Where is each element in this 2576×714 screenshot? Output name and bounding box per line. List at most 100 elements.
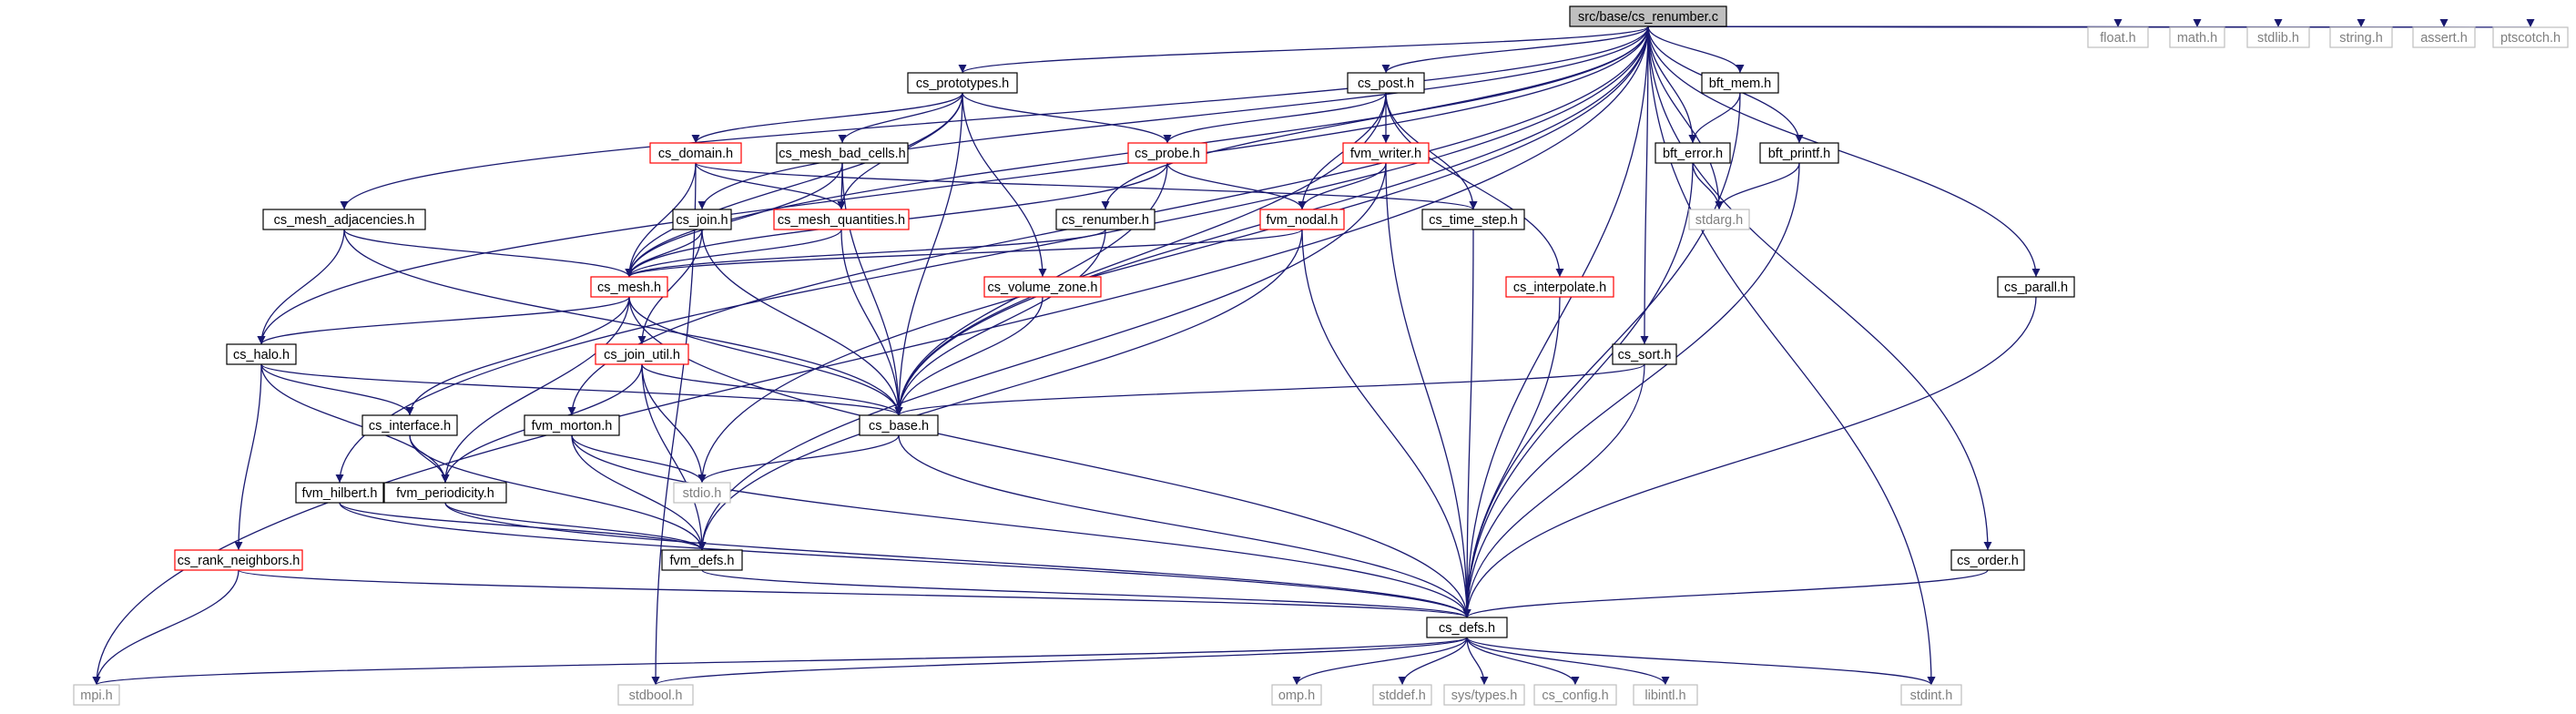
node-cs-volume-zone[interactable]: cs_volume_zone.h [983, 276, 1102, 298]
node-box [1900, 684, 1962, 706]
edge-cs_volume_zone-to-cs_base [894, 296, 1044, 416]
node-fvm-nodal[interactable]: fvm_nodal.h [1259, 209, 1345, 230]
node-libintl[interactable]: libintl.h [1633, 684, 1698, 706]
node-sys-types[interactable]: sys/types.h [1443, 684, 1525, 706]
edge-root-to-cs_join [697, 26, 1649, 210]
node-cs-join-util[interactable]: cs_join_util.h [595, 343, 689, 365]
node-cs-domain[interactable]: cs_domain.h [649, 142, 742, 164]
node-label: cs_mesh_bad_cells.h [779, 147, 905, 161]
edge-root-to-cs_defs [1462, 26, 1649, 618]
node-stdlib[interactable]: stdlib.h [2246, 26, 2310, 48]
node-cs-prototypes[interactable]: cs_prototypes.h [907, 72, 1018, 94]
node-label: cs_rank_neighbors.h [178, 554, 300, 568]
node-label: mpi.h [80, 688, 112, 703]
node-fvm-hilbert[interactable]: fvm_hilbert.h [295, 482, 384, 504]
node-label: src/base/cs_renumber.c [1578, 10, 1718, 25]
node-float[interactable]: float.h [2087, 26, 2149, 48]
node-stdio[interactable]: stdio.h [673, 482, 731, 504]
node-label: cs_mesh_quantities.h [778, 213, 905, 228]
node-box [649, 142, 742, 164]
node-box [907, 72, 1018, 94]
node-bft-error[interactable]: bft_error.h [1655, 142, 1731, 164]
edge-cs_defs-to-cs_config [1466, 637, 1580, 686]
node-mpi[interactable]: mpi.h [73, 684, 120, 706]
edge-cs_prototypes-to-cs_volume_zone [962, 92, 1047, 278]
node-label: stdarg.h [1695, 213, 1743, 228]
node-cs-halo[interactable]: cs_halo.h [226, 343, 297, 365]
edge-cs_mesh-to-fvm_periodicity [441, 296, 630, 484]
node-cs-config[interactable]: cs_config.h [1533, 684, 1617, 706]
edge-cs_parall-to-cs_defs [1462, 296, 2037, 618]
node-cs-rank-neighbors[interactable]: cs_rank_neighbors.h [174, 549, 303, 571]
node-box [1505, 276, 1614, 298]
edge-root-to-cs_renumber_h [1101, 26, 1649, 210]
node-bft-printf[interactable]: bft_printf.h [1759, 142, 1839, 164]
node-string[interactable]: string.h [2329, 26, 2393, 48]
node-assert[interactable]: assert.h [2412, 26, 2476, 48]
node-math[interactable]: math.h [2169, 26, 2225, 48]
node-cs-renumber-h[interactable]: cs_renumber.h [1055, 209, 1156, 230]
edge-cs_rank_neighbors-to-mpi [92, 569, 239, 686]
edge-bft_error-to-cs_defs [1462, 162, 1694, 618]
node-cs-mesh-quantities[interactable]: cs_mesh_quantities.h [773, 209, 910, 230]
node-stddef[interactable]: stddef.h [1372, 684, 1432, 706]
edge-cs_order-to-cs_defs [1462, 569, 1989, 618]
node-cs-mesh-adjacencies[interactable]: cs_mesh_adjacencies.h [262, 209, 426, 230]
node-cs-interpolate[interactable]: cs_interpolate.h [1505, 276, 1614, 298]
edge-cs_time_step-to-cs_defs [1462, 229, 1474, 618]
edge-cs_mesh_quantities-to-cs_mesh [625, 229, 842, 278]
node-cs-post[interactable]: cs_post.h [1347, 72, 1425, 94]
node-cs-mesh-bad-cells[interactable]: cs_mesh_bad_cells.h [776, 142, 909, 164]
edge-cs_sort-to-cs_defs [1462, 363, 1645, 618]
node-cs-base[interactable]: cs_base.h [859, 414, 939, 436]
node-cs-interface[interactable]: cs_interface.h [361, 414, 458, 436]
edge-fvm_morton-to-fvm_defs [571, 434, 707, 551]
edge-cs_join_util-to-stdio [641, 363, 707, 484]
edge-cs_mesh-to-cs_base [628, 296, 903, 416]
node-label: bft_mem.h [1709, 76, 1772, 91]
node-ptscotch[interactable]: ptscotch.h [2492, 26, 2569, 48]
edge-cs_prototypes-to-cs_mesh [625, 92, 963, 278]
edge-fvm_morton-to-cs_defs [571, 434, 1471, 618]
node-label: cs_halo.h [233, 348, 290, 362]
node-cs-probe[interactable]: cs_probe.h [1127, 142, 1207, 164]
node-box [2492, 26, 2569, 48]
node-fvm-writer[interactable]: fvm_writer.h [1342, 142, 1430, 164]
node-label: fvm_defs.h [670, 554, 735, 568]
node-cs-sort[interactable]: cs_sort.h [1612, 343, 1677, 365]
edge-root-to-cs_sort [1640, 26, 1649, 345]
node-box [859, 414, 939, 436]
edge-cs_mesh-to-cs_defs [628, 296, 1471, 618]
node-bft-mem[interactable]: bft_mem.h [1701, 72, 1779, 94]
node-box [2329, 26, 2393, 48]
edge-root-to-bft_mem [1647, 26, 1745, 74]
node-box [661, 549, 743, 571]
node-cs-parall[interactable]: cs_parall.h [1997, 276, 2075, 298]
edge-cs_mesh-to-cs_interface [405, 296, 630, 416]
edge-cs_domain-to-cs_time_step [695, 162, 1478, 210]
edge-cs_domain-to-stdbool [651, 162, 697, 686]
node-stdint[interactable]: stdint.h [1900, 684, 1962, 706]
node-cs-defs[interactable]: cs_defs.h [1426, 617, 1508, 638]
node-cs-join[interactable]: cs_join.h [672, 209, 732, 230]
node-cs-mesh[interactable]: cs_mesh.h [590, 276, 668, 298]
node-fvm-morton[interactable]: fvm_morton.h [524, 414, 620, 436]
node-stdarg[interactable]: stdarg.h [1688, 209, 1750, 230]
edge-fvm_periodicity-to-cs_defs [444, 502, 1471, 618]
node-fvm-periodicity[interactable]: fvm_periodicity.h [383, 482, 507, 504]
node-fvm-defs[interactable]: fvm_defs.h [661, 549, 743, 571]
node-box [617, 684, 694, 706]
node-omp[interactable]: omp.h [1271, 684, 1322, 706]
edge-root-to-cs_parall [1647, 26, 2041, 278]
node-label: cs_interpolate.h [1513, 280, 1606, 295]
node-stdbool[interactable]: stdbool.h [617, 684, 694, 706]
node-cs-order[interactable]: cs_order.h [1950, 549, 2025, 571]
edge-cs_join-to-cs_join_util [637, 229, 703, 345]
node-box [1271, 684, 1322, 706]
edge-root-to-bft_error [1647, 26, 1697, 144]
edge-cs_mesh_adjacencies-to-cs_mesh [343, 229, 634, 278]
node-root[interactable]: src/base/cs_renumber.c [1569, 5, 1727, 27]
node-cs-time-step[interactable]: cs_time_step.h [1421, 209, 1525, 230]
node-box [1443, 684, 1525, 706]
